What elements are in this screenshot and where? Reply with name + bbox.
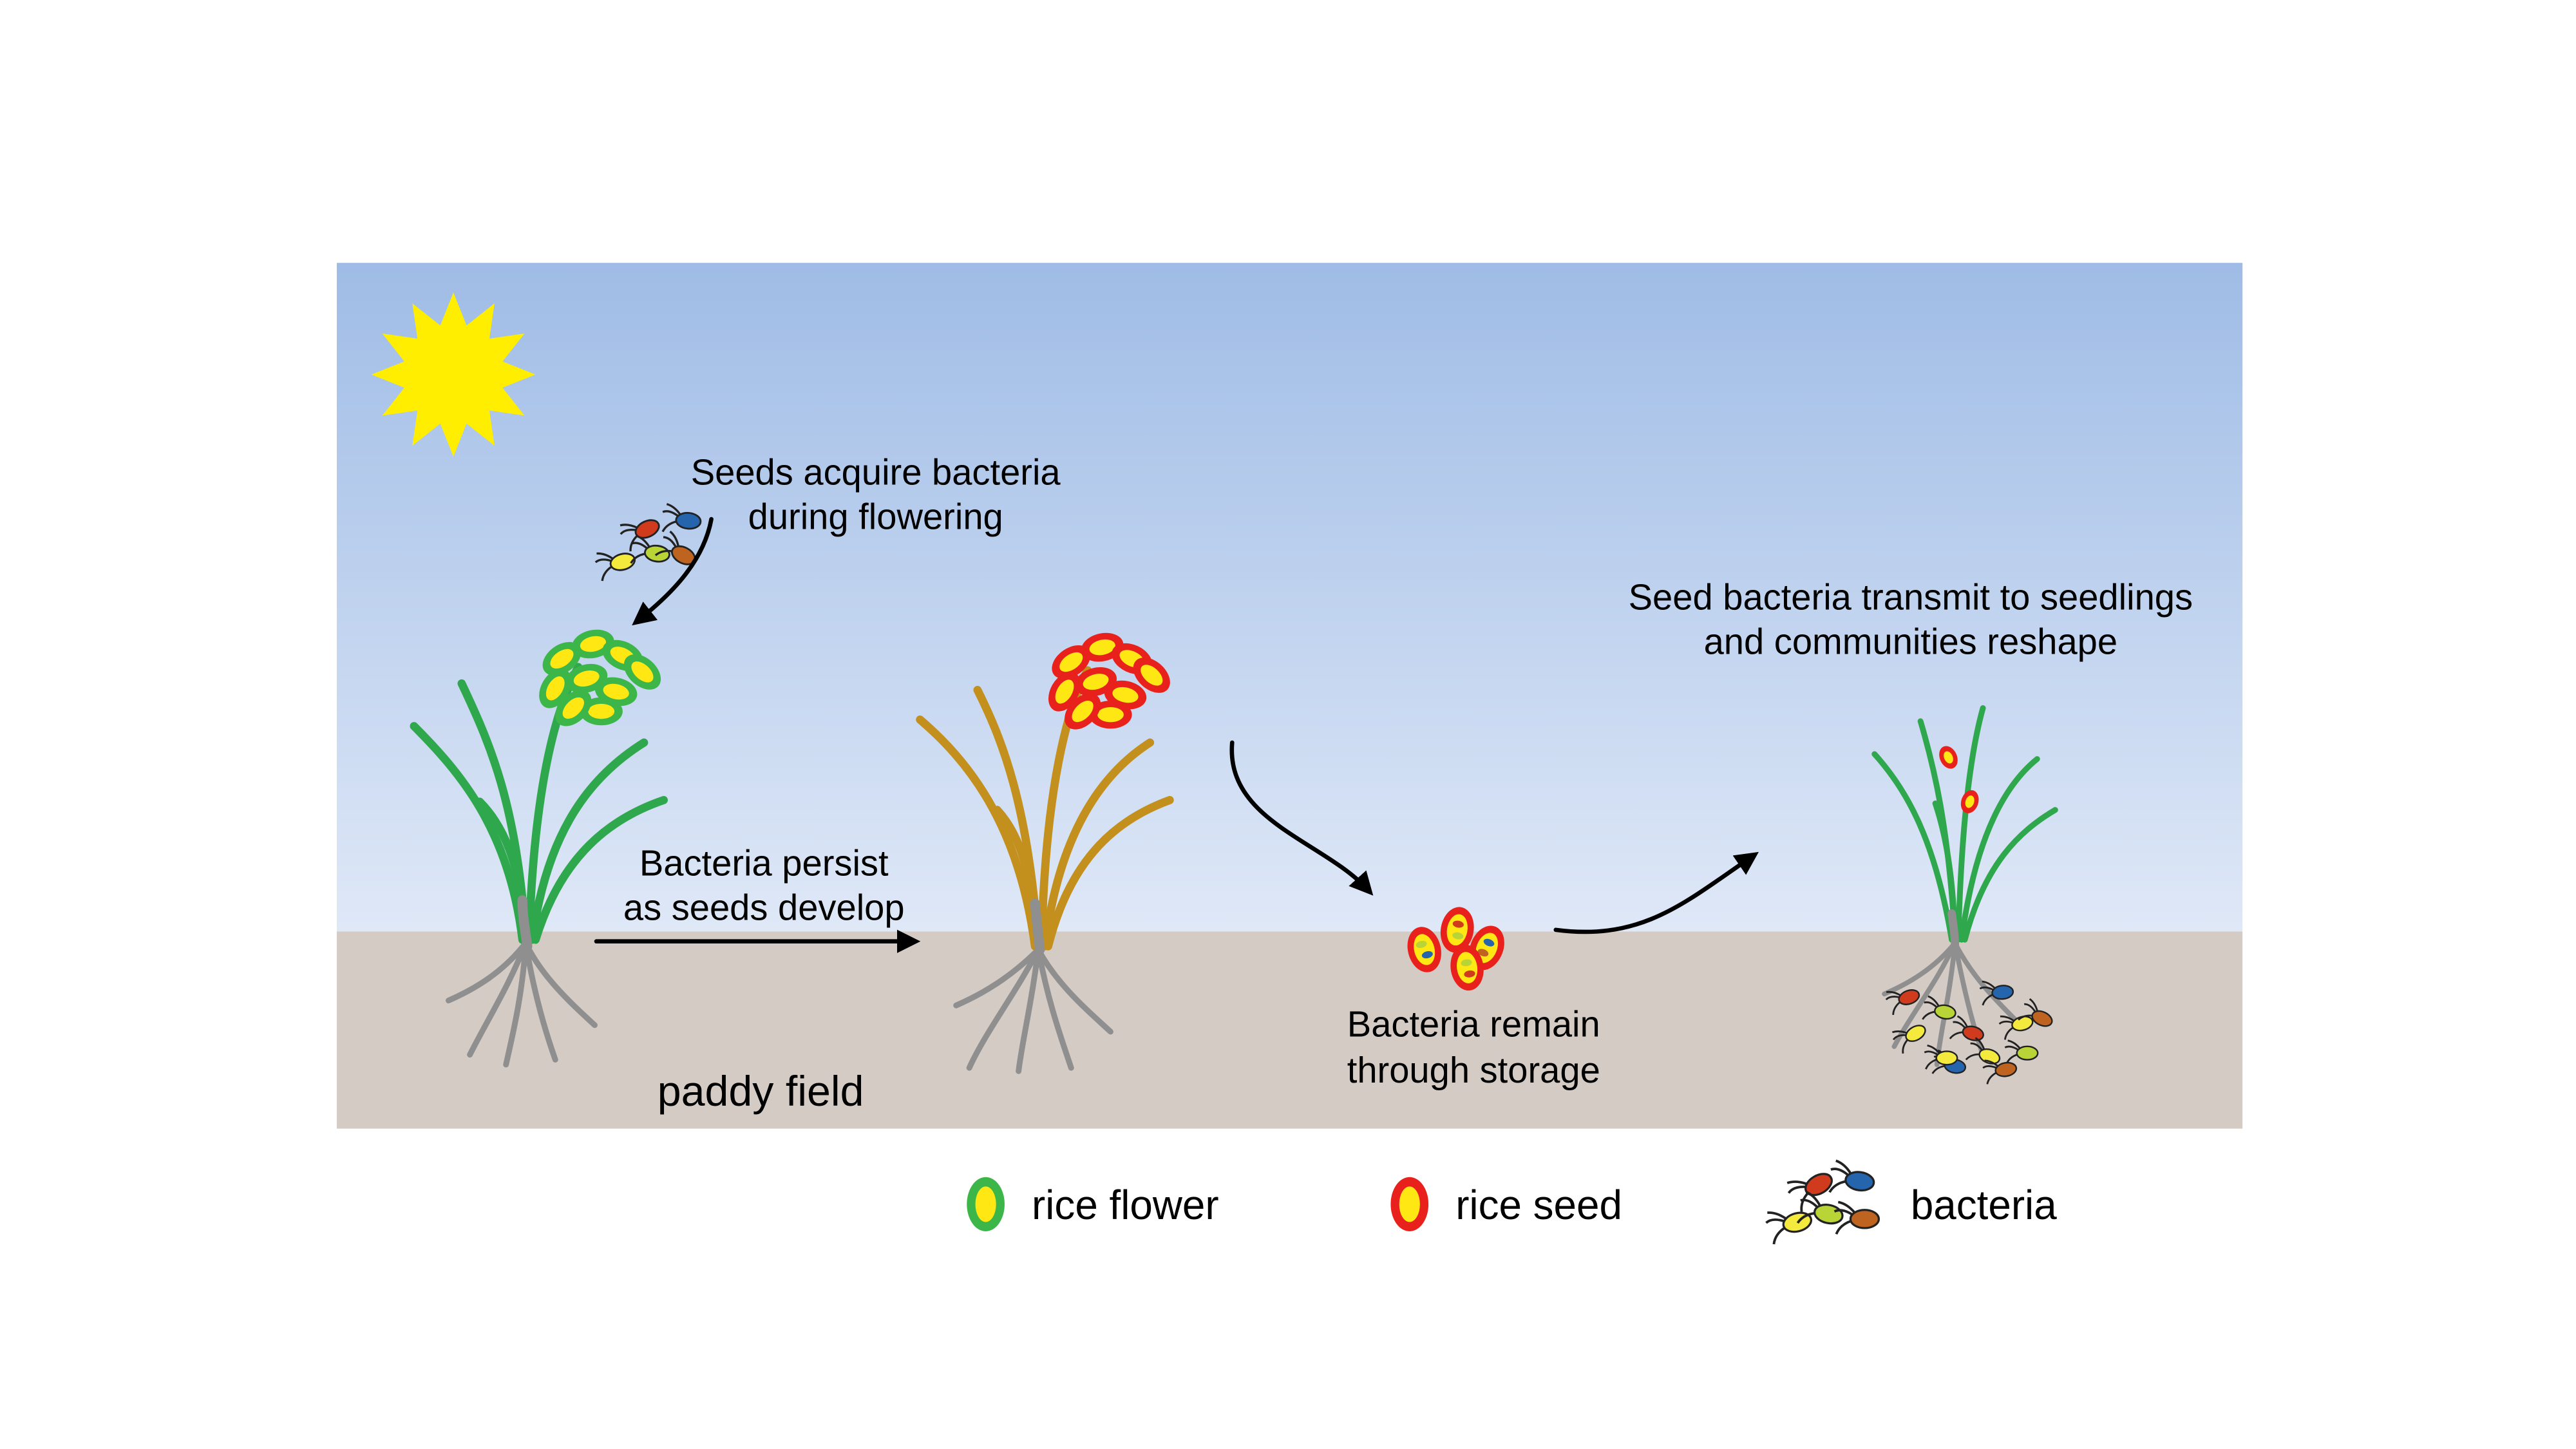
- root-strand: [467, 940, 529, 1058]
- sun-disc: [409, 330, 498, 419]
- persist-label-line1: Bacteria persist: [639, 843, 889, 884]
- stored-seed: [1450, 945, 1484, 991]
- root-strand: [1035, 947, 1113, 1035]
- bacterium-icon: [1452, 932, 1464, 940]
- seedling-seeds: [1939, 746, 1979, 813]
- seed-core: [1965, 795, 1975, 808]
- plant-leaves: [916, 666, 1174, 951]
- leaf-blade: [1962, 807, 2058, 943]
- root-strand: [1016, 947, 1041, 1074]
- stored-seed: [1407, 927, 1441, 972]
- root-strand: [522, 940, 598, 1028]
- bacterium-icon: [1477, 949, 1489, 957]
- legend-seed-label: rice seed: [1455, 1182, 1622, 1228]
- leaf-blade: [916, 715, 1039, 951]
- rice-seed-icon: [1939, 746, 1958, 769]
- persist-label-line2: as seeds develop: [623, 887, 905, 928]
- leaf-blade: [528, 738, 649, 944]
- leaf-blade: [1958, 756, 2040, 943]
- plant-roots: [953, 898, 1113, 1074]
- rice-plant-flowering: [410, 625, 668, 1068]
- legend-flower-label: rice flower: [1032, 1182, 1219, 1228]
- acquire-label-line2: during flowering: [748, 496, 1003, 536]
- bacterium-icon: [1461, 959, 1472, 967]
- root-strand: [953, 947, 1041, 1009]
- rice-seedling: [1871, 705, 2058, 1086]
- bacterium-icon: [1464, 970, 1475, 978]
- plant-roots: [445, 895, 598, 1068]
- stem-base: [517, 895, 533, 952]
- legend-bacteria-label: bacteria: [1911, 1182, 2057, 1228]
- flower-core: [975, 1186, 996, 1222]
- storage-label-line2: through storage: [1347, 1050, 1600, 1090]
- bacterium-icon: [1421, 951, 1433, 959]
- leaf-blade: [531, 795, 668, 944]
- arrow-flowering: [632, 516, 714, 626]
- root-strand: [966, 947, 1041, 1071]
- leaf-blade: [1044, 795, 1174, 951]
- root-strand: [1035, 947, 1074, 1071]
- rice-plant-mature: [916, 629, 1177, 1074]
- stored-seed: [1440, 907, 1474, 953]
- leaf-blade: [1041, 738, 1155, 951]
- root-strand: [1882, 940, 1958, 997]
- storage-label-line1: Bacteria remain: [1347, 1004, 1600, 1045]
- bacterium-icon: [1483, 938, 1495, 947]
- root-strand: [445, 940, 529, 1004]
- rice-seed-icon: [1960, 790, 1979, 813]
- rice-seed-icon: [1390, 1177, 1429, 1231]
- seed-core: [1399, 1186, 1420, 1222]
- transmit-label-line1: Seed bacteria transmit to seedlings: [1629, 576, 2193, 617]
- bacterium-icon: [1452, 920, 1464, 928]
- rice-flower-icon: [967, 1177, 1005, 1231]
- transmit-label-line2: and communities reshape: [1704, 621, 2118, 661]
- process-arrows: [594, 516, 1759, 953]
- paddy-field-label: paddy field: [658, 1068, 864, 1115]
- stored-seeds: [1407, 907, 1504, 991]
- bacterium-icon: [1416, 940, 1427, 949]
- root-strand: [503, 940, 529, 1068]
- sky-background: [336, 263, 2243, 932]
- root-strand: [522, 940, 558, 1063]
- arrow-transmit: [1553, 851, 1759, 934]
- sun-icon: [371, 292, 536, 457]
- acquire-label-line1: Seeds acquire bacteria: [691, 452, 1061, 493]
- seed-core: [1944, 751, 1953, 764]
- legend: rice flower rice seed bacteria: [967, 1159, 2057, 1246]
- stem-base: [1030, 898, 1045, 955]
- leaf-blade: [410, 722, 527, 944]
- annotations: Seeds acquire bacteria during flowering …: [623, 452, 2193, 1115]
- leaf-blade: [1871, 751, 1955, 943]
- arrow-storage: [1229, 740, 1374, 896]
